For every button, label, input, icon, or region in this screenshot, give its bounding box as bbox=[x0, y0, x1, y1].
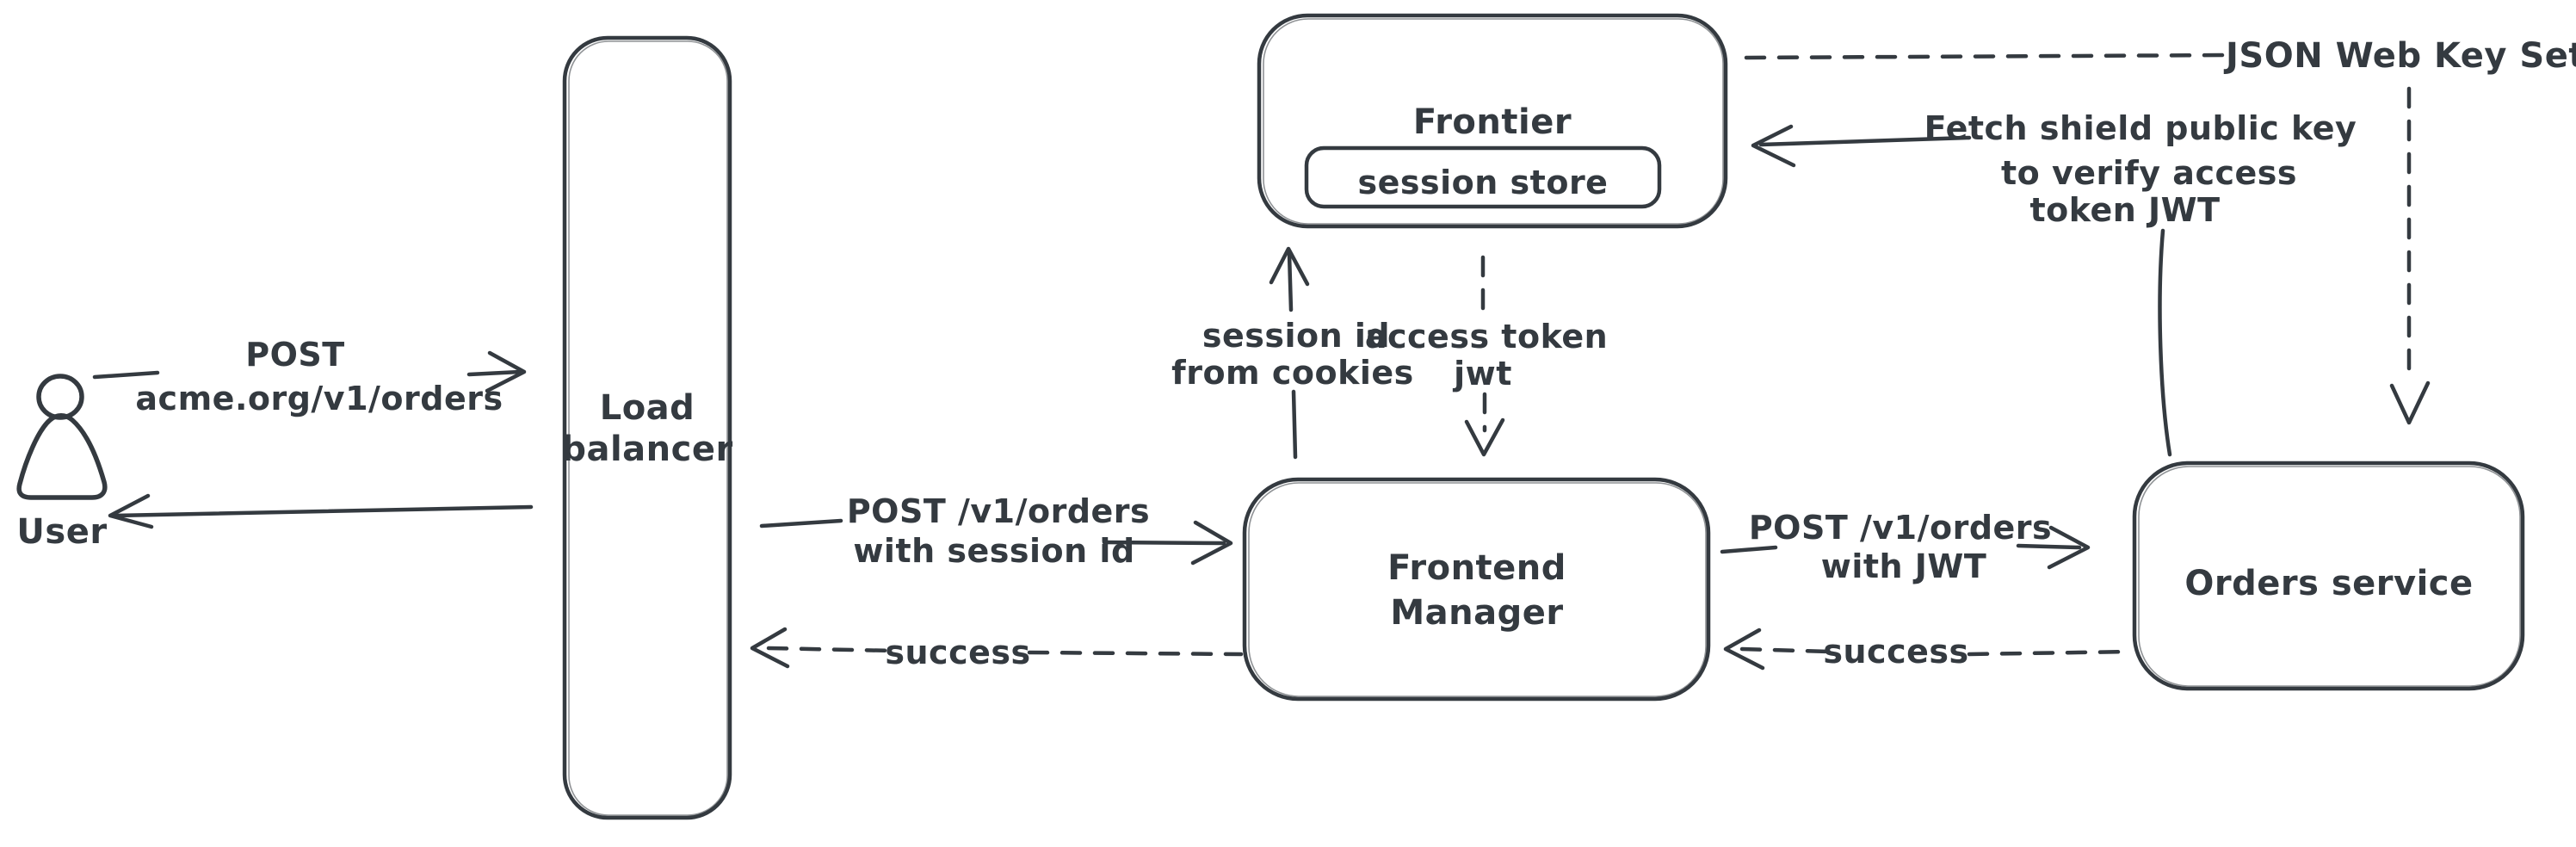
arrow-shaft bbox=[113, 504, 534, 518]
arrowhead-right-icon bbox=[1190, 520, 1233, 566]
arrow-dashes bbox=[1744, 53, 2232, 60]
orders-service-box[interactable] bbox=[2132, 461, 2525, 691]
arrow-label: POST /v1/orders bbox=[1749, 509, 2052, 547]
arrowhead-down-icon bbox=[2389, 380, 2431, 425]
arrow-dashes bbox=[1967, 649, 2134, 657]
user-label: User bbox=[16, 512, 107, 552]
arrowhead-down-icon bbox=[1464, 417, 1505, 457]
arrow-orders-service-to-frontend-manager-success[interactable]: success bbox=[1723, 628, 2134, 671]
arrow-shaft bbox=[1291, 389, 1298, 460]
arrow-label: success bbox=[1823, 633, 1968, 671]
arrow-label: token JWT bbox=[2029, 191, 2220, 229]
arrow-shaft bbox=[1102, 540, 1226, 546]
arrow-label: from cookies bbox=[1171, 354, 1414, 392]
frontier-box-echo bbox=[1263, 18, 1724, 225]
arrow-frontend-manager-to-load-balancer-success[interactable]: success bbox=[750, 627, 1244, 671]
arrowhead-left-icon bbox=[1751, 124, 1796, 168]
arrowhead-right-icon bbox=[2047, 525, 2091, 570]
orders-service-label: Orders service bbox=[2184, 564, 2473, 603]
frontend-manager-box-echo bbox=[1248, 482, 1707, 697]
arrow-shaft bbox=[1287, 251, 1294, 312]
frontier-box[interactable] bbox=[1257, 13, 1728, 229]
node-user[interactable]: User bbox=[16, 374, 108, 552]
arrow-dashes bbox=[766, 646, 896, 653]
arrow-frontier-to-orders-service-jwks[interactable]: JSON Web Key Set bbox=[1744, 36, 2576, 425]
arrow-label: with JWT bbox=[1821, 547, 1987, 585]
arrow-dashes bbox=[1739, 646, 1832, 654]
arrowhead-left-icon bbox=[750, 627, 790, 669]
arrow-label: POST bbox=[245, 336, 344, 374]
node-frontier[interactable]: Frontier session store bbox=[1257, 13, 1728, 229]
frontend-manager-label: Manager bbox=[1390, 593, 1563, 633]
arrow-label: JSON Web Key Set bbox=[2223, 36, 2576, 76]
arrow-label: to verify access bbox=[2001, 154, 2297, 192]
frontier-label: Frontier bbox=[1413, 102, 1572, 142]
arrow-label: POST /v1/orders bbox=[847, 492, 1150, 530]
arrow-label: access token bbox=[1365, 318, 1608, 355]
load-balancer-box[interactable] bbox=[562, 35, 732, 820]
node-orders-service[interactable]: Orders service bbox=[2132, 461, 2525, 691]
arrow-orders-service-to-frontier-fetch-key[interactable]: Fetch shield public key to verify access… bbox=[1751, 109, 2357, 457]
arrowhead-right-icon bbox=[485, 350, 527, 393]
node-load-balancer[interactable]: Load balancer bbox=[561, 35, 732, 820]
node-frontend-manager[interactable]: Frontend Manager bbox=[1242, 477, 1711, 702]
arrow-label: success bbox=[885, 634, 1030, 671]
arrow-frontend-manager-to-orders-service[interactable]: POST /v1/orders with JWT bbox=[1720, 509, 2091, 585]
arrowhead-left-icon bbox=[1723, 628, 1765, 671]
arrow-curve bbox=[2158, 228, 2172, 457]
load-balancer-label: Load bbox=[600, 388, 695, 428]
arrow-user-to-load-balancer[interactable]: POST acme.org/v1/orders bbox=[92, 336, 527, 417]
arrow-frontend-manager-to-frontier[interactable]: session id from cookies bbox=[1171, 246, 1414, 460]
arrow-label: with session id bbox=[853, 532, 1134, 570]
arrow-label: acme.org/v1/orders bbox=[135, 380, 503, 417]
arrow-load-balancer-to-frontend-manager[interactable]: POST /v1/orders with session id bbox=[759, 492, 1233, 570]
arrowhead-left-icon bbox=[108, 493, 154, 529]
frontend-manager-box[interactable] bbox=[1242, 477, 1711, 702]
arrow-shaft bbox=[2016, 543, 2082, 550]
arrow-label: Fetch shield public key bbox=[1924, 109, 2357, 147]
user-head-icon bbox=[36, 374, 84, 420]
orders-service-box-echo bbox=[2138, 466, 2521, 687]
arrow-shaft bbox=[1720, 545, 1778, 554]
arrow-label: jwt bbox=[1452, 355, 1512, 393]
arrow-shaft bbox=[759, 518, 843, 529]
user-body-icon bbox=[16, 413, 108, 500]
arrow-shaft bbox=[1758, 135, 1972, 147]
arrow-load-balancer-to-user[interactable] bbox=[108, 493, 534, 529]
arrow-label: session id bbox=[1202, 317, 1390, 355]
session-store-label: session store bbox=[1358, 164, 1609, 201]
arrow-dashes bbox=[1027, 650, 1244, 657]
arrow-shaft bbox=[92, 370, 160, 380]
arrowhead-up-icon bbox=[1269, 246, 1310, 287]
load-balancer-box-echo bbox=[568, 40, 728, 816]
frontend-manager-label: Frontend bbox=[1387, 548, 1566, 588]
load-balancer-label: balancer bbox=[561, 430, 732, 469]
arrow-frontier-to-frontend-manager[interactable]: access token jwt bbox=[1365, 255, 1608, 457]
arrow-shaft bbox=[466, 369, 522, 377]
session-store-box[interactable] bbox=[1304, 145, 1662, 209]
